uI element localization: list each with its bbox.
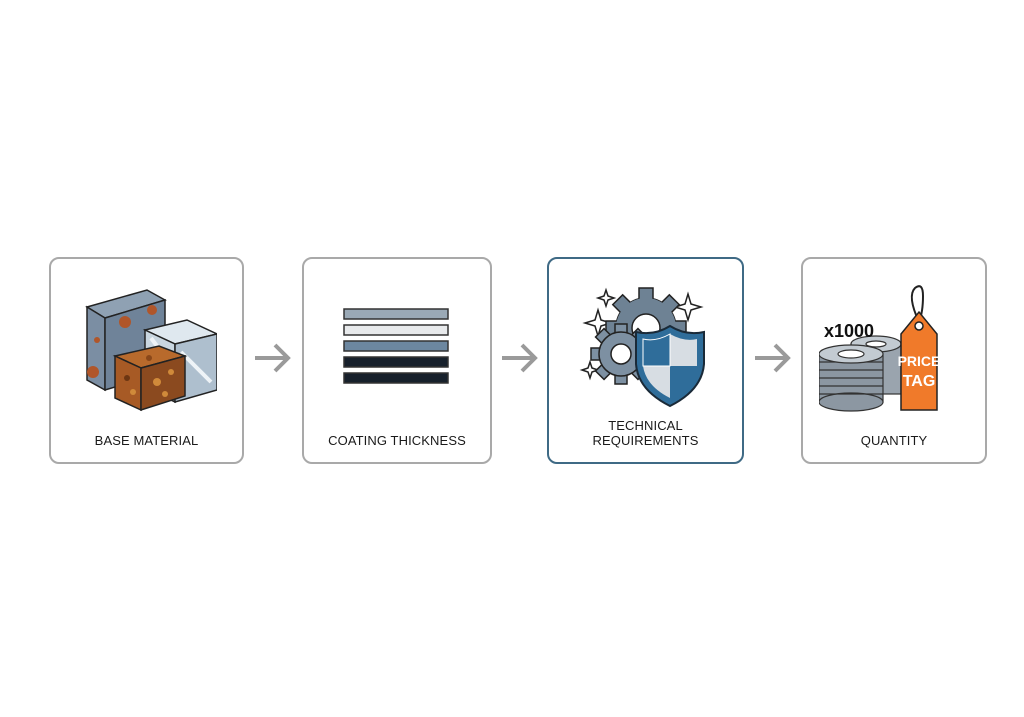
step-label: QUANTITY <box>860 433 928 448</box>
step-card-quantity: PRICE TAG x1000 QUANTITY <box>801 257 987 464</box>
step-card-coating-thickness: COATING THICKNESS <box>302 257 492 464</box>
step-card-technical-requirements: TECHNICAL REQUIREMENTS <box>547 257 744 464</box>
metal-blocks-icon <box>51 277 242 417</box>
arrow-right-icon <box>255 343 291 373</box>
step-label-line: REQUIREMENTS <box>592 433 699 448</box>
tag-text-line: TAG <box>903 373 936 390</box>
step-label: COATING THICKNESS <box>328 433 466 448</box>
quantity-multiplier: x1000 <box>824 321 874 341</box>
washers-price-tag-icon: PRICE TAG x1000 <box>803 277 985 417</box>
gears-shield-icon <box>549 277 742 417</box>
step-label: BASE MATERIAL <box>94 433 199 448</box>
arrow-right-icon <box>755 343 791 373</box>
step-label: TECHNICAL REQUIREMENTS <box>549 418 742 448</box>
arrow-right-icon <box>502 343 538 373</box>
step-label-line: TECHNICAL <box>608 418 683 433</box>
step-card-base-material: BASE MATERIAL <box>49 257 244 464</box>
coating-layers-icon <box>304 277 490 417</box>
tag-text-line: PRICE <box>898 353 941 369</box>
